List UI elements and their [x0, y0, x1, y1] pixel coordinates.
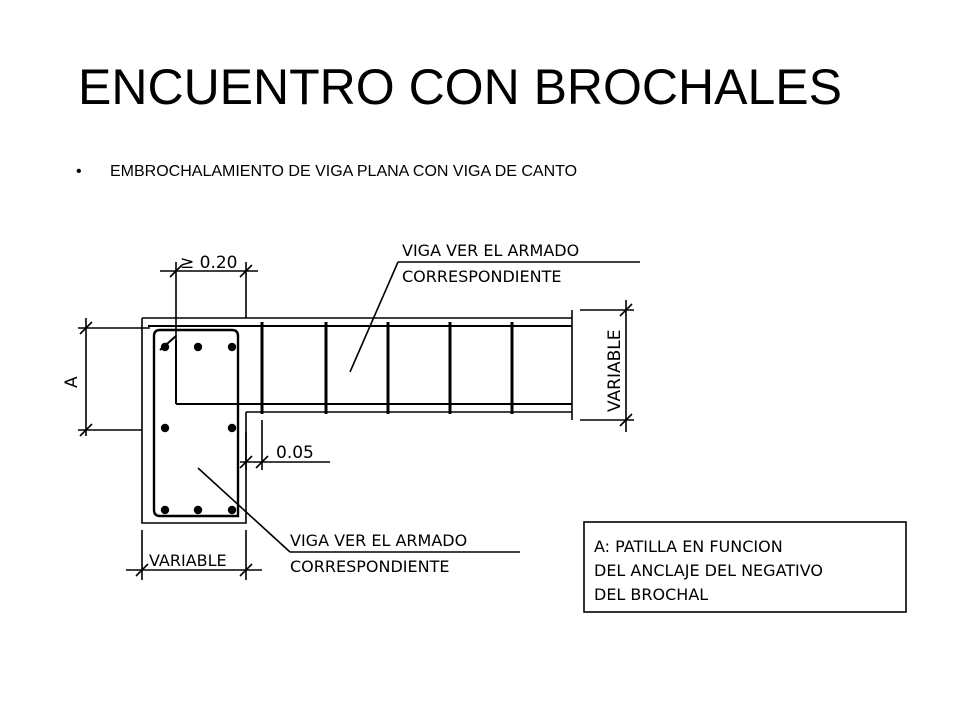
slide-title: ENCUENTRO CON BROCHALES — [78, 59, 842, 115]
flat-beam-bottom-bar — [175, 340, 572, 405]
deep-beam-outline — [141, 317, 572, 524]
top-label-line1: VIGA VER EL ARMADO — [402, 241, 579, 260]
bottom-label-leader — [197, 467, 520, 553]
dim-min-width-ticks — [169, 264, 253, 278]
note-box — [583, 521, 907, 613]
dim-min-width-label: ≥ 0.20 — [180, 253, 238, 273]
dim-a-label: A — [62, 376, 82, 388]
bottom-label-line1: VIGA VER EL ARMADO — [290, 531, 467, 550]
deep-beam-bar-sections — [160, 342, 237, 515]
dim-gap-ticks — [239, 455, 269, 469]
dim-gap-label: 0.05 — [276, 443, 314, 463]
dim-variable-h-ticks — [619, 303, 633, 427]
dim-a-line — [78, 318, 150, 436]
dim-variable-h-label: VARIABLE — [605, 329, 625, 412]
top-label-line2: CORRESPONDIENTE — [402, 267, 561, 286]
dim-a-ticks — [79, 321, 93, 437]
dim-variable-w-label: VARIABLE — [149, 551, 227, 570]
bullet-item: • EMBROCHALAMIENTO DE VIGA PLANA CON VIGA… — [76, 163, 577, 181]
bullet-text: EMBROCHALAMIENTO DE VIGA PLANA CON VIGA … — [110, 163, 578, 180]
note-line2: DEL ANCLAJE DEL NEGATIVO — [594, 561, 823, 580]
bottom-label-line2: CORRESPONDIENTE — [290, 557, 449, 576]
dim-variable-w-line — [126, 530, 262, 580]
deep-beam-stirrup — [152, 328, 240, 518]
note-line3: DEL BROCHAL — [594, 585, 708, 604]
dim-variable-w-ticks — [135, 563, 253, 577]
note-line1: A: PATILLA EN FUNCION — [594, 537, 783, 556]
bullet-dot-icon: • — [76, 163, 82, 180]
top-label-leader — [349, 261, 640, 373]
flat-beam-stirrups — [260, 322, 514, 414]
